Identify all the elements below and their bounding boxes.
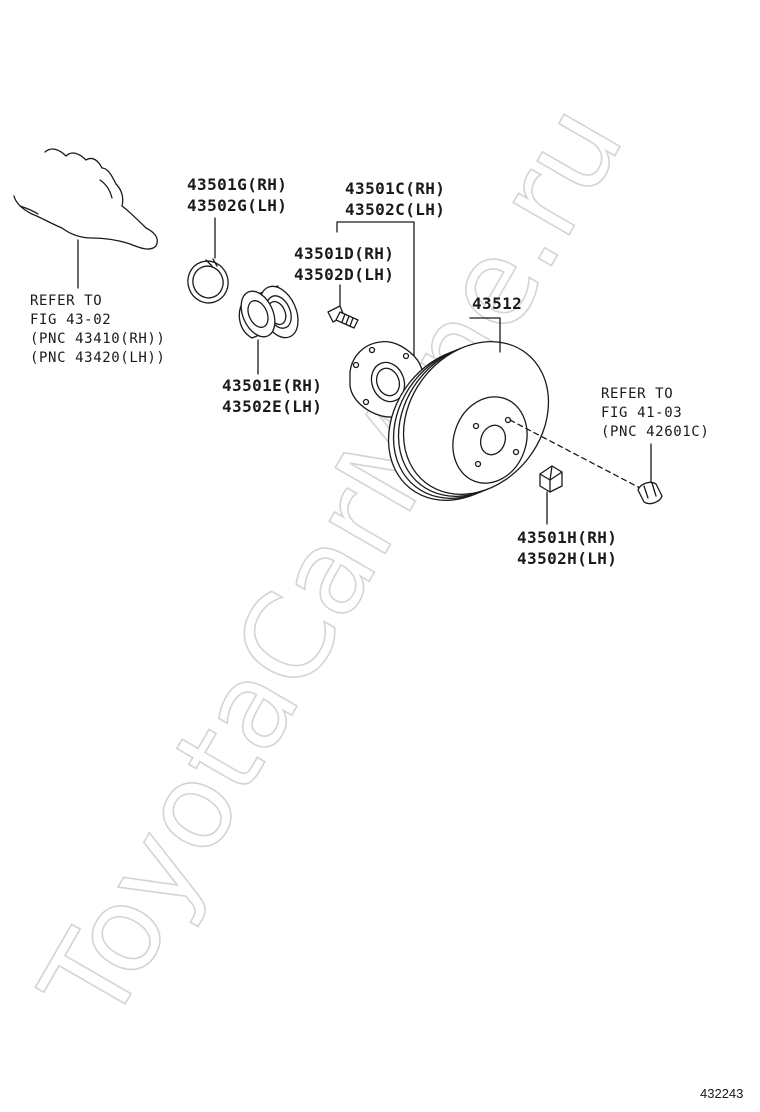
right-ref-line3: (PNC 42601C) [601,424,709,440]
hub-assembly-lh: 43502C(LH) [345,200,445,219]
label-hub-nut: 43501H(RH) 43502H(LH) [517,528,617,568]
bearing [238,285,299,339]
hub-bolt-lh: 43502D(LH) [294,265,394,284]
axis-dashed-line [509,419,641,489]
left-ref-line4: (PNC 43420(LH)) [30,350,165,366]
snap-ring-lh: 43502G(LH) [187,196,287,215]
label-hub-bolt: 43501D(RH) 43502D(LH) [294,244,394,284]
label-snap-ring: 43501G(RH) 43502G(LH) [187,175,287,215]
lug-nut [637,481,663,505]
hub-nut-rh: 43501H(RH) [517,528,617,547]
hub-nut-lh: 43502H(LH) [517,549,617,568]
label-bearing: 43501E(RH) 43502E(LH) [222,376,322,416]
drive-shaft-shape [13,148,158,250]
disc-number: 43512 [472,294,522,313]
snap-ring [187,258,229,304]
leader-hub-assembly [336,221,415,373]
left-ref-line1: REFER TO [30,293,102,309]
left-ref-line2: FIG 43-02 [30,312,111,328]
right-ref-line1: REFER TO [601,386,673,402]
left-ref-note: REFER TO FIG 43-02 (PNC 43410(RH)) (PNC … [30,293,165,366]
figure-number: 432243 [700,1086,743,1101]
right-ref-line2: FIG 41-03 [601,405,682,421]
hub-bolt-rh: 43501D(RH) [294,244,394,263]
hub-assembly-rh: 43501C(RH) [345,179,445,198]
brake-disc [387,341,550,501]
label-hub-assembly: 43501C(RH) 43502C(LH) [345,179,445,219]
leader-disc [469,317,501,353]
snap-ring-rh: 43501G(RH) [187,175,287,194]
right-ref-note: REFER TO FIG 41-03 (PNC 42601C) [601,386,709,440]
bearing-rh: 43501E(RH) [222,376,322,395]
hub-bolt [327,305,359,329]
left-ref-line3: (PNC 43410(RH)) [30,331,165,347]
hub-nut [539,465,563,493]
bearing-lh: 43502E(LH) [222,397,322,416]
